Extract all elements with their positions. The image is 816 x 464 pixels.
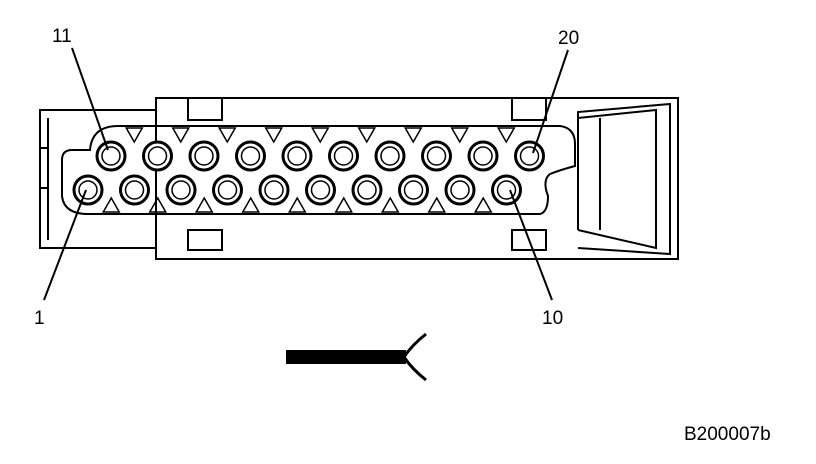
pin-1 [72, 174, 104, 206]
pin-6 [305, 174, 336, 206]
leader-line-1 [43, 189, 87, 301]
leader-line-10 [509, 189, 553, 301]
pin-8 [398, 174, 429, 206]
pin-17 [374, 140, 406, 172]
leader-line-11 [71, 47, 109, 151]
pin-label-1: 1 [34, 308, 45, 329]
pin-11 [95, 140, 127, 172]
wire-split [402, 332, 427, 358]
rib-top [403, 127, 423, 144]
pin-label-11: 11 [52, 26, 72, 47]
pin-2 [119, 174, 150, 206]
wire-harness-symbol [286, 332, 427, 382]
connector-housing [39, 97, 679, 260]
rib-bottom [380, 196, 400, 213]
rib-bottom [287, 196, 307, 213]
rib-bottom [148, 196, 168, 213]
pin-13 [188, 140, 220, 172]
rib-top [264, 127, 284, 144]
rib-bottom [334, 196, 354, 213]
rib-top [171, 127, 191, 144]
leader-lines [43, 47, 569, 301]
rib-bottom [427, 196, 447, 213]
rib-bottom [194, 196, 214, 213]
rib-top [124, 127, 144, 144]
pin-4 [212, 174, 243, 206]
pin-9 [444, 174, 476, 206]
rib-bottom [473, 196, 493, 213]
pin-20 [514, 140, 545, 172]
pin-18 [421, 140, 452, 172]
wire-bundle [286, 350, 406, 364]
rib-top [217, 127, 237, 144]
connector-ribs-bottom [101, 196, 493, 213]
pin-12 [142, 140, 173, 172]
pin-row-top [95, 140, 545, 172]
pin-15 [281, 140, 313, 172]
pin-19 [467, 140, 499, 172]
pin-label-20: 20 [558, 28, 579, 49]
pin-label-10: 10 [542, 308, 563, 329]
pin-3 [165, 174, 197, 206]
rib-bottom [101, 196, 121, 213]
leader-line-20 [532, 49, 569, 154]
pin-16 [328, 140, 359, 172]
rib-top [496, 127, 516, 144]
rib-top [310, 127, 330, 144]
rib-bottom [241, 196, 261, 213]
connector-ribs-top [124, 127, 516, 144]
pin-7 [351, 174, 383, 206]
figure-reference-code: B200007b [684, 424, 771, 445]
rib-top [357, 127, 377, 144]
rib-top [450, 127, 470, 144]
pin-5 [258, 174, 290, 206]
pin-10 [491, 174, 522, 206]
pin-14 [235, 140, 266, 172]
pin-row-bottom [72, 174, 522, 206]
